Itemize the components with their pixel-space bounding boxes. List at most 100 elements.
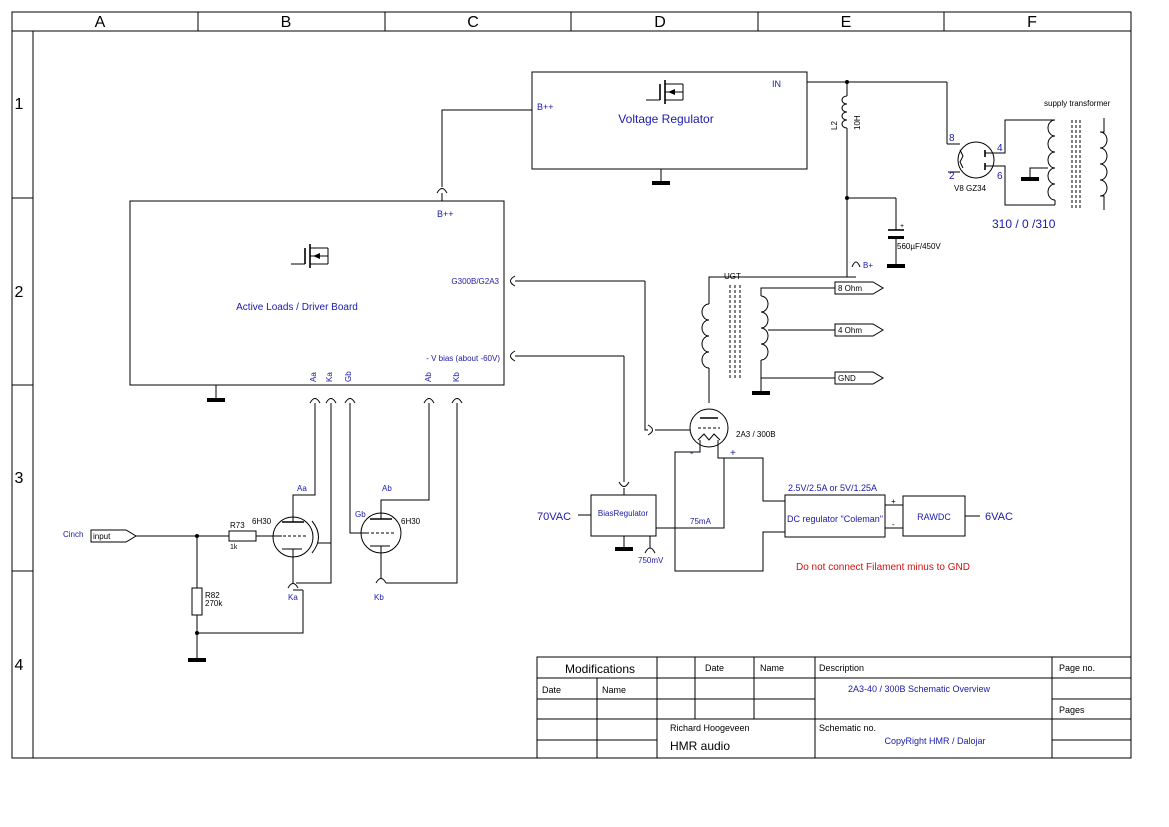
filament-plus: + bbox=[730, 448, 736, 459]
mosfet-icon bbox=[291, 244, 329, 268]
filament-vac: 6VAC bbox=[985, 511, 1013, 523]
active-loads-bpp-pin: B++ bbox=[437, 209, 454, 219]
ground-symbol bbox=[188, 658, 206, 662]
dc-plus: + bbox=[891, 497, 896, 506]
pin-ab: Ab bbox=[424, 372, 433, 382]
r73-ref: R73 bbox=[230, 521, 245, 530]
bias-vac: 70VAC bbox=[537, 511, 571, 523]
supply-transformer: supply transformer 310 / 0 /310 bbox=[992, 99, 1111, 231]
title-block: Modifications Date Name Date Name Descri… bbox=[536, 656, 1132, 759]
column-label-b: B bbox=[281, 14, 292, 31]
kb-label: Kb bbox=[374, 593, 384, 602]
active-loads-vbias-pin: - V bias (about -60V) bbox=[426, 354, 500, 363]
filament-minus: - bbox=[690, 448, 693, 459]
date-header-2: Date bbox=[542, 685, 561, 695]
row-label-3: 3 bbox=[15, 470, 24, 487]
pin-ka: Ka bbox=[325, 372, 334, 382]
voltage-regulator-block: Voltage Regulator IN B++ bbox=[531, 71, 808, 185]
column-label-a: A bbox=[95, 14, 106, 31]
pin-kb: Kb bbox=[452, 372, 461, 382]
tube-a-6h30: 6H30 Aa Ka bbox=[252, 403, 332, 602]
row-label-4: 4 bbox=[15, 657, 24, 674]
voltage-regulator-bpp-pin: B++ bbox=[537, 102, 554, 112]
output-terminals: 8 Ohm 4 Ohm GND bbox=[834, 281, 884, 385]
active-loads-driver-board: Active Loads / Driver Board B++ G300B/G2… bbox=[129, 200, 505, 402]
bplus-label: B+ bbox=[863, 261, 873, 270]
bias-regulator-block: BiasRegulator 70VAC 750mV 75mA bbox=[537, 494, 725, 565]
pin-aa: Aa bbox=[309, 372, 318, 382]
row-label-1: 1 bbox=[15, 96, 24, 113]
company: HMR audio bbox=[670, 739, 730, 753]
modifications-header: Modifications bbox=[565, 662, 635, 676]
ugt-label: UGT bbox=[724, 272, 741, 281]
choke-l2: L2 10H bbox=[830, 82, 862, 262]
dc-minus: - bbox=[892, 520, 895, 529]
out-gnd: GND bbox=[838, 374, 856, 383]
description-label: Description bbox=[819, 663, 864, 673]
out-4-ohm: 4 Ohm bbox=[838, 326, 862, 335]
gb-label: Gb bbox=[355, 510, 366, 519]
ground-symbol bbox=[752, 391, 770, 395]
input-terminal: input bbox=[93, 532, 111, 541]
ab-label: Ab bbox=[382, 484, 392, 493]
filament-warning: Do not connect Filament minus to GND bbox=[796, 562, 970, 573]
column-label-c: C bbox=[467, 14, 479, 31]
transformer-voltage: 310 / 0 /310 bbox=[992, 217, 1056, 231]
out-8-ohm: 8 Ohm bbox=[838, 284, 862, 293]
input-stage: Cinch input R82 270k R73 1k bbox=[63, 521, 304, 662]
copyright: CopyRight HMR / Dalojar bbox=[884, 736, 985, 746]
active-loads-g-pin: G300B/G2A3 bbox=[451, 277, 499, 286]
ground-symbol bbox=[207, 398, 225, 402]
ground-symbol bbox=[887, 264, 905, 268]
active-loads-title: Active Loads / Driver Board bbox=[236, 302, 358, 313]
tube-b-6h30: 6H30 Ab Gb Kb bbox=[349, 403, 458, 602]
pin-gb: Gb bbox=[344, 371, 353, 382]
bias-regulator-title: BiasRegulator bbox=[598, 509, 649, 518]
column-label-d: D bbox=[654, 14, 666, 31]
tube-a-label: 6H30 bbox=[252, 517, 272, 526]
rawdc-block: RAWDC 6VAC bbox=[902, 495, 1013, 537]
power-tube-2a3-300b: 2A3 / 300B - + bbox=[674, 408, 785, 572]
pages-label: Pages bbox=[1059, 705, 1085, 715]
bias-mv: 750mV bbox=[638, 556, 664, 565]
input-connector-label: Cinch bbox=[63, 530, 83, 539]
mosfet-icon bbox=[646, 80, 684, 104]
choke-ref: L2 bbox=[830, 121, 839, 130]
power-tube-label: 2A3 / 300B bbox=[736, 430, 776, 439]
r82-value: 270k bbox=[205, 599, 223, 608]
rectifier-label: V8 GZ34 bbox=[954, 184, 987, 193]
description-value: 2A3-40 / 300B Schematic Overview bbox=[848, 684, 991, 694]
column-label-f: F bbox=[1027, 14, 1037, 31]
rect-pin2: 2 bbox=[949, 171, 955, 182]
rawdc-title: RAWDC bbox=[917, 512, 951, 522]
column-label-e: E bbox=[841, 14, 852, 31]
choke-value: 10H bbox=[853, 115, 862, 130]
r73-value: 1k bbox=[230, 544, 238, 551]
name-header: Name bbox=[760, 663, 784, 673]
dc-regulator-rating: 2.5V/2.5A or 5V/1.25A bbox=[788, 483, 877, 493]
filter-capacitor: + 560µF/450V bbox=[887, 198, 941, 268]
ground-symbol bbox=[652, 181, 670, 185]
output-transformer-ugt: UGT bbox=[701, 272, 847, 403]
voltage-regulator-title: Voltage Regulator bbox=[618, 112, 713, 126]
supply-transformer-label: supply transformer bbox=[1044, 99, 1111, 108]
rect-pin6: 6 bbox=[997, 171, 1003, 182]
ground-symbol bbox=[615, 547, 633, 551]
voltage-regulator-in-pin: IN bbox=[772, 79, 781, 89]
ka-label: Ka bbox=[288, 593, 298, 602]
current-label: 75mA bbox=[690, 517, 712, 526]
rect-pin8: 8 bbox=[949, 133, 955, 144]
rectifier-tube-gz34: 8 2 4 6 V8 GZ34 bbox=[946, 82, 1003, 193]
dc-regulator-title: DC regulator "Coleman" bbox=[787, 514, 883, 524]
dc-regulator-block: DC regulator "Coleman" 2.5V/2.5A or 5V/1… bbox=[784, 483, 903, 538]
r82-ref: R82 bbox=[205, 591, 220, 600]
page-no-label: Page no. bbox=[1059, 663, 1095, 673]
date-header: Date bbox=[705, 663, 724, 673]
row-label-2: 2 bbox=[15, 284, 24, 301]
tube-b-label: 6H30 bbox=[401, 517, 421, 526]
pin-connectors bbox=[309, 398, 463, 404]
cap-value: 560µF/450V bbox=[897, 242, 941, 251]
aa-label: Aa bbox=[297, 484, 307, 493]
schematic-no-label: Schematic no. bbox=[819, 723, 876, 733]
